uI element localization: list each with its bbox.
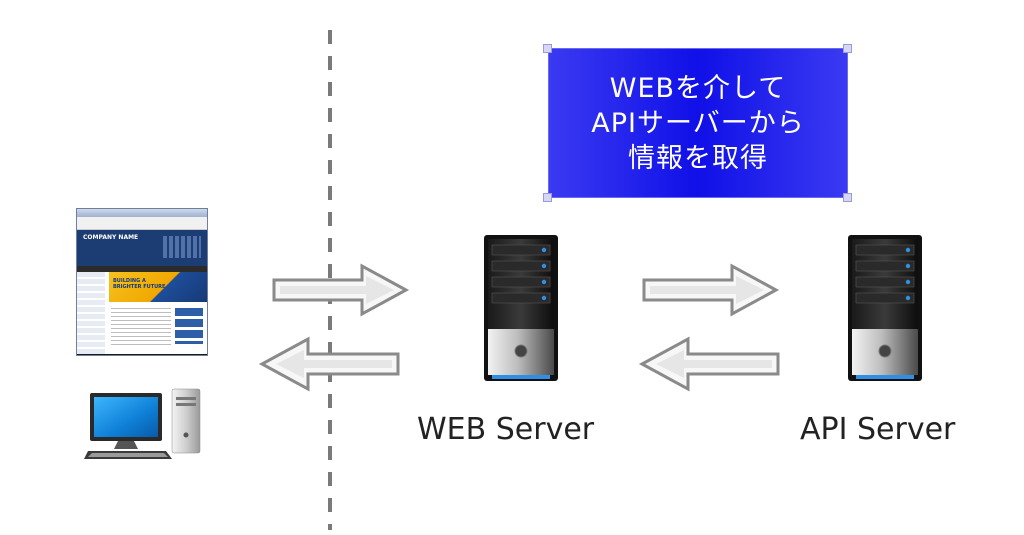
banner-text: BUILDING A BRIGHTER FUTURE — [113, 278, 165, 290]
arrow-left-icon — [638, 336, 780, 392]
web-server-label: WEB Server — [417, 412, 595, 447]
callout-line-3: 情報を取得 — [627, 142, 768, 174]
arrow-right-icon — [272, 263, 410, 317]
desktop-computer-icon — [84, 388, 201, 459]
website-feature-blocks — [175, 308, 203, 344]
arrow-right-icon — [642, 263, 780, 317]
callout-box: WEBを介して APIサーバーから 情報を取得 — [548, 48, 848, 198]
website-sidebar — [77, 272, 105, 355]
website-nav — [77, 266, 207, 272]
website-banner — [109, 272, 207, 302]
browser-window-icon: COMPANY NAME BUILDING A BRIGHTER FUTURE — [76, 208, 208, 356]
website-footer — [77, 354, 207, 355]
selection-handle — [543, 193, 552, 202]
selection-handle — [843, 193, 852, 202]
banner-line-2: BRIGHTER FUTURE — [113, 284, 166, 290]
company-name: COMPANY NAME — [83, 234, 139, 241]
header-tiles — [163, 236, 201, 258]
arrow-left-icon — [258, 336, 400, 392]
browser-title-bar — [77, 209, 207, 217]
selection-handle — [843, 44, 852, 53]
api-server-icon — [848, 235, 922, 381]
api-server-label: API Server — [800, 412, 956, 447]
callout-line-2: APIサーバーから — [591, 107, 805, 139]
website-text-lines — [111, 308, 171, 348]
web-server-icon — [484, 235, 558, 381]
selection-handle — [543, 44, 552, 53]
callout-line-1: WEBを介して — [609, 72, 787, 104]
website-content: BUILDING A BRIGHTER FUTURE — [77, 272, 207, 355]
website-header: COMPANY NAME — [77, 230, 207, 266]
browser-toolbar — [77, 217, 207, 230]
callout-text: WEBを介して APIサーバーから 情報を取得 — [591, 71, 804, 176]
banner-line-1: BUILDING A — [113, 278, 146, 284]
